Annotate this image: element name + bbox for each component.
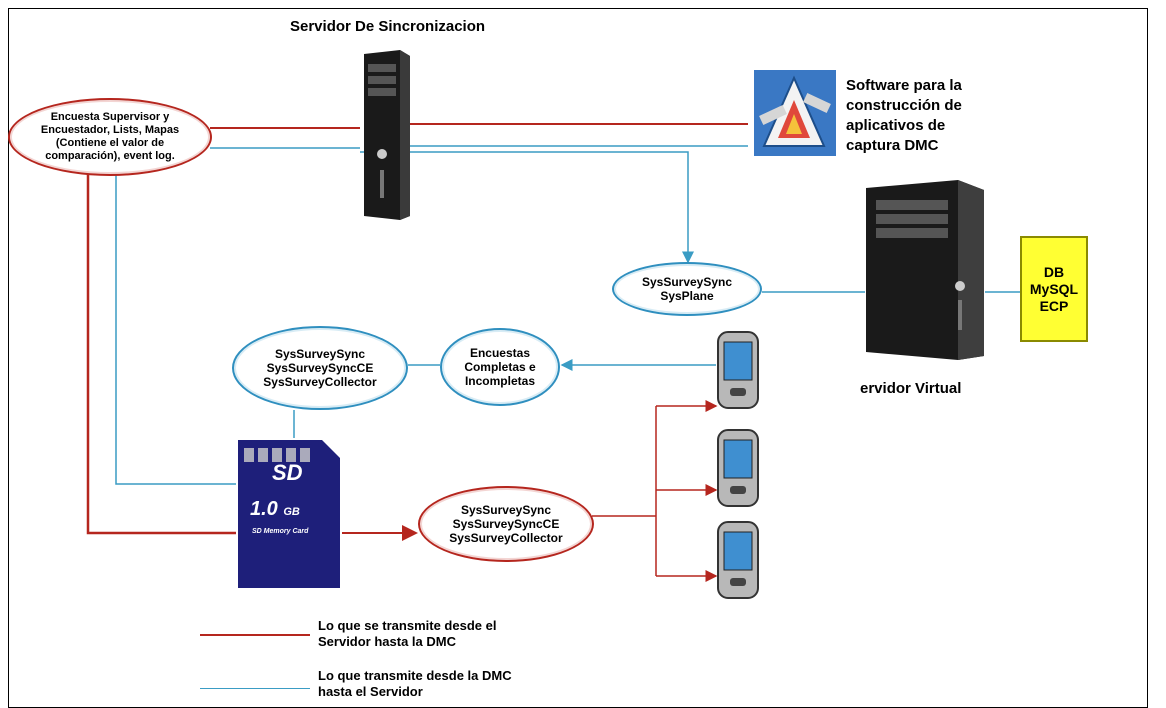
sd-capacity-value: 1.0: [250, 498, 278, 520]
legend-blue-line: [200, 688, 310, 689]
blue-line-server-to-sysplane: [360, 151, 694, 264]
legend-blue-text: Lo que transmite desde la DMC hasta el S…: [318, 668, 512, 699]
sd-brand: SD: [272, 460, 303, 485]
pda-device-icon-3: [717, 521, 759, 599]
survey-data-oval: Encuesta Supervisor y Encuestador, Lists…: [8, 98, 212, 176]
software-logo-icon: [754, 70, 836, 156]
legend-red-text: Lo que se transmite desde el Servidor ha…: [318, 618, 497, 649]
sd-capacity-unit: GB: [283, 506, 300, 518]
collector-oval-bottom: SysSurveySync SysSurveySyncCE SysSurveyC…: [418, 486, 594, 562]
sysplane-oval: SysSurveySync SysPlane: [612, 262, 762, 316]
collector-oval-top: SysSurveySync SysSurveySyncCE SysSurveyC…: [232, 326, 408, 410]
blue-line-survey-to-sd: [115, 172, 236, 485]
red-line-survey-to-sd: [86, 172, 236, 535]
sd-card-icon: SD 1.0 GB SD Memory Card: [236, 438, 342, 590]
sync-server-title: Servidor De Sincronizacion: [290, 18, 486, 35]
sync-server-icon: [364, 50, 410, 220]
pda-device-icon-1: [717, 331, 759, 409]
pda-device-icon-2: [717, 429, 759, 507]
sd-capacity: 1.0 GB: [250, 498, 300, 521]
virtual-server-title: ervidor Virtual: [860, 380, 962, 397]
sd-caption: SD Memory Card: [252, 528, 309, 535]
virtual-server-icon: [866, 180, 984, 360]
mysql-database-box: DB MySQL ECP: [1020, 236, 1088, 342]
legend-red-line: [200, 634, 310, 636]
encuestas-oval: Encuestas Completas e Incompletas: [440, 328, 560, 406]
software-label: Software para la construcción de aplicat…: [846, 77, 962, 154]
